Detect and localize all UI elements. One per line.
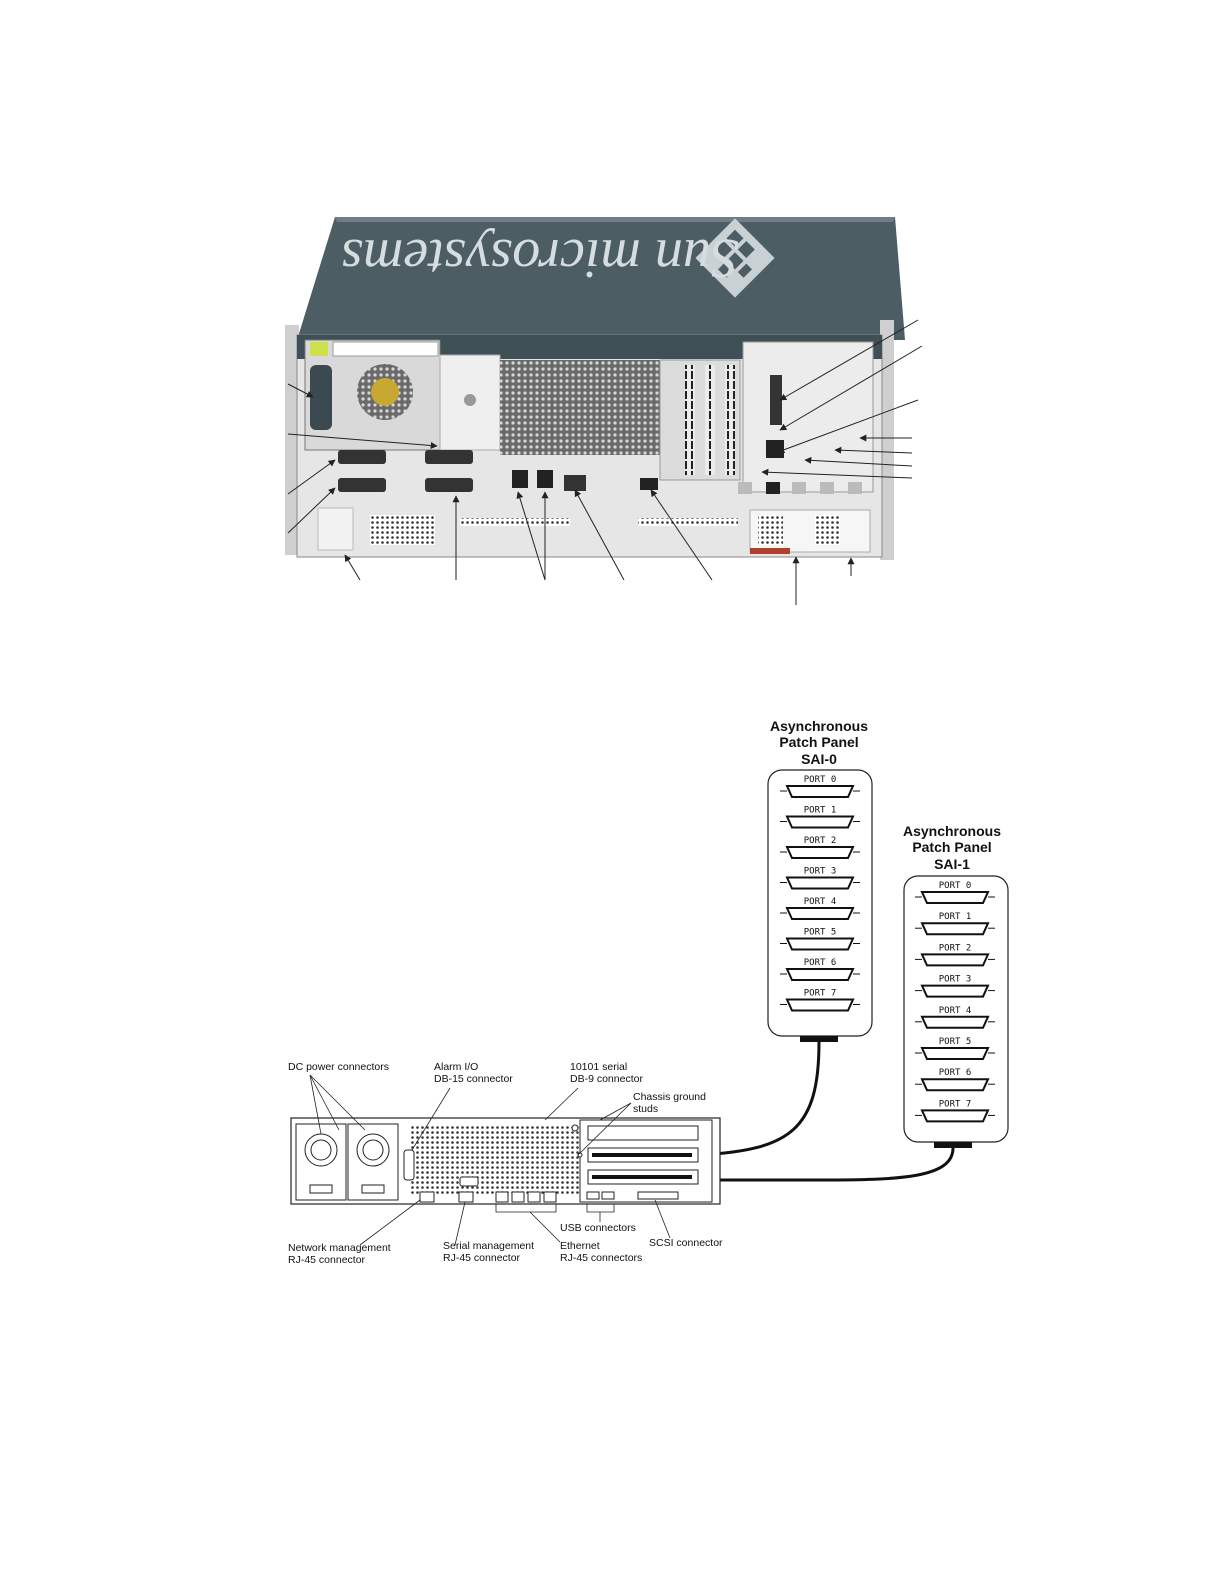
pci-card-cage <box>742 341 874 493</box>
callout-15 <box>777 399 919 454</box>
db25-connector <box>920 891 990 904</box>
chassis-vent <box>500 360 660 455</box>
db25-connector <box>785 876 855 890</box>
callout-10 <box>650 489 713 581</box>
label-netmgmt-line2: RJ-45 connector <box>288 1254 366 1266</box>
psu-right <box>347 1123 399 1201</box>
callout-13 <box>779 319 919 401</box>
alarm-db15 <box>403 1149 415 1181</box>
label-usb: USB connectors <box>560 1222 636 1234</box>
db-connector-photo <box>770 375 782 425</box>
panel-title-line1: Asynchronous <box>770 718 868 734</box>
callout-2 <box>287 433 438 449</box>
scsi-connector-photo-3 <box>425 450 473 464</box>
port-label: PORT 2 <box>939 943 972 953</box>
logo-lettering: Sun microsystems <box>341 227 739 289</box>
db25-connector <box>785 815 855 829</box>
port-label: PORT 7 <box>804 989 837 999</box>
db25-connector <box>920 953 990 967</box>
db25-connector <box>785 998 855 1012</box>
db25-connector <box>785 937 855 951</box>
callout-7 <box>516 491 546 581</box>
psu-left <box>295 1123 347 1201</box>
callout-5 <box>344 554 361 581</box>
callout-4 <box>287 487 336 534</box>
db25-connector <box>920 922 990 936</box>
db25-connector <box>920 1109 990 1123</box>
patch-panel-sai-0: Asynchronous Patch Panel SAI-0 PORT 0 POR… <box>767 718 873 1042</box>
db25-connector <box>785 785 855 798</box>
callout-9 <box>574 489 625 581</box>
panel-title-line3: SAI-0 <box>801 751 837 767</box>
psu-handle <box>310 365 332 430</box>
server-line-drawing: DC power connectors Alarm I/O DB-15 conn… <box>288 1061 723 1266</box>
db25-connector <box>785 968 855 981</box>
port-label: PORT 6 <box>804 958 837 968</box>
usb-photo-1 <box>512 470 528 488</box>
port-label: PORT 2 <box>804 836 837 846</box>
db25-connector <box>920 1047 990 1060</box>
cable-sai-1 <box>595 1147 955 1182</box>
port-label: PORT 0 <box>939 881 972 891</box>
panel-title-line2: Patch Panel <box>779 734 858 750</box>
port-label: PORT 7 <box>939 1099 972 1109</box>
db25-connector <box>920 984 990 998</box>
db25-connector <box>920 1078 990 1092</box>
server-vent <box>410 1125 580 1195</box>
callout-17 <box>834 446 913 454</box>
port-label: PORT 4 <box>939 1006 972 1016</box>
port-label: PORT 0 <box>804 775 837 785</box>
label-serial-line1: 10101 serial <box>570 1061 627 1073</box>
scsi-connector-photo-1 <box>338 450 386 464</box>
server-rear-photo: Sun microsystems <box>285 217 923 605</box>
ethernet-photo <box>564 475 586 491</box>
rj45-photo-right <box>766 440 784 458</box>
patch-panel-sai-1: Asynchronous Patch Panel SAI-1 PORT 0 POR… <box>903 823 1009 1148</box>
label-alarm-line1: Alarm I/O <box>434 1061 478 1073</box>
port-label: PORT 5 <box>939 1037 972 1047</box>
callout-14 <box>779 345 923 431</box>
db25-connector <box>785 846 855 859</box>
port-label: PORT 6 <box>939 1068 972 1078</box>
sun-logo: Sun microsystems <box>341 218 775 298</box>
label-scsi: SCSI connector <box>649 1237 723 1249</box>
label-sermgmt-line1: Serial management <box>443 1240 534 1252</box>
port-label: PORT 4 <box>804 897 837 907</box>
callout-18 <box>804 456 913 467</box>
panel-title-line2: Patch Panel <box>912 839 991 855</box>
callout-19 <box>761 468 913 479</box>
photo-callouts <box>287 319 923 605</box>
port-label: PORT 3 <box>804 867 837 877</box>
port-label: PORT 3 <box>939 975 972 985</box>
callout-3 <box>287 459 336 495</box>
label-ethernet-line1: Ethernet <box>560 1240 600 1252</box>
port-label: PORT 1 <box>804 806 837 816</box>
port-label: PORT 1 <box>939 912 972 922</box>
panel-title-line3: SAI-1 <box>934 856 970 872</box>
usb-photo-2 <box>537 470 553 488</box>
callout-1 <box>287 383 314 398</box>
scsi-connector-photo-2 <box>338 478 386 492</box>
serial-photo <box>640 478 658 490</box>
scsi-port <box>637 1191 679 1200</box>
db25-connector <box>920 1015 990 1029</box>
label-chassis-line1: Chassis ground <box>633 1091 706 1103</box>
db9-port <box>459 1176 479 1187</box>
sermgmt-port <box>458 1191 474 1203</box>
label-alarm-line2: DB-15 connector <box>434 1073 513 1085</box>
label-netmgmt-line1: Network management <box>288 1242 391 1254</box>
label-dc-power: DC power connectors <box>288 1061 389 1073</box>
label-chassis-line2: studs <box>633 1103 658 1115</box>
netmgmt-port <box>419 1191 435 1203</box>
port-label: PORT 5 <box>804 928 837 938</box>
scsi-connector-photo-4 <box>425 478 473 492</box>
panel-title-line1: Asynchronous <box>903 823 1001 839</box>
label-sermgmt-line2: RJ-45 connector <box>443 1252 521 1264</box>
label-serial-line2: DB-9 connector <box>570 1073 643 1085</box>
label-ethernet-line2: RJ-45 connectors <box>560 1252 642 1264</box>
db25-connector <box>785 907 855 920</box>
